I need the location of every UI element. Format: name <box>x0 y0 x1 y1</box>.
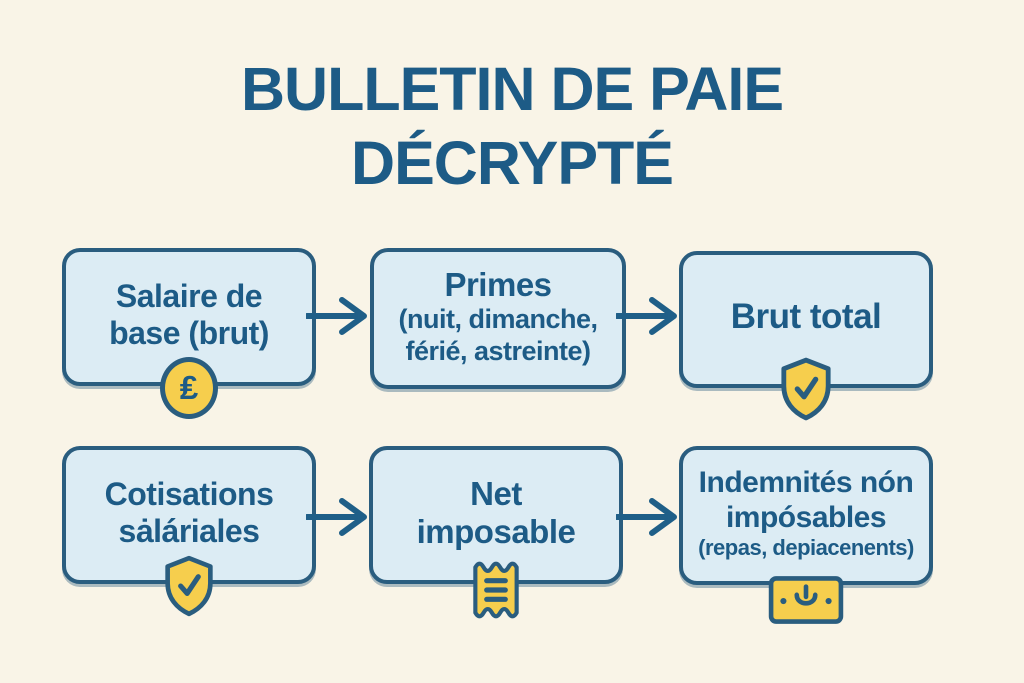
page-title-line2: DÉCRYPTÉ <box>351 129 674 198</box>
shield-check-icon <box>165 555 213 617</box>
node-label: Cotisations sȧláriales <box>104 475 274 549</box>
node-net-imposable: Net imposable <box>369 446 623 619</box>
node-label: Indemnités nón impósables <box>698 465 914 534</box>
arrow-right-icon <box>306 498 367 536</box>
node-sublabel: (nuit, dimanche, férié, astreinte) <box>398 303 598 366</box>
arrow-right-icon <box>306 297 367 335</box>
arrow-right-icon <box>616 297 677 335</box>
arrow-right-icon <box>616 498 677 536</box>
banknote-download-icon <box>768 576 844 624</box>
node-indemnites-non-imposables: Indemnités nón impósables (repas, depiac… <box>679 446 933 624</box>
node-sublabel: (repas, depiacenents) <box>698 535 914 561</box>
node-cotisations-salariales: Cotisations sȧláriales <box>62 446 316 617</box>
node-salaire-de-base: Salaire de base (brut) ₤ <box>62 248 316 419</box>
receipt-icon <box>473 561 519 619</box>
node-label: Primes <box>444 265 552 303</box>
node-brut-total: Brut total <box>679 251 933 421</box>
node-label: Brut total <box>730 297 882 337</box>
node-primes: Primes (nuit, dimanche, férié, astreinte… <box>370 248 626 389</box>
node-label: Net imposable <box>416 474 576 550</box>
currency-symbol: ₤ <box>179 369 199 406</box>
page-title-line1: BULLETIN DE PAIE <box>240 55 784 123</box>
node-label: Salaire de base (brut) <box>109 277 269 351</box>
coin-currency-icon: ₤ <box>160 357 218 419</box>
shield-check-icon <box>781 357 831 421</box>
